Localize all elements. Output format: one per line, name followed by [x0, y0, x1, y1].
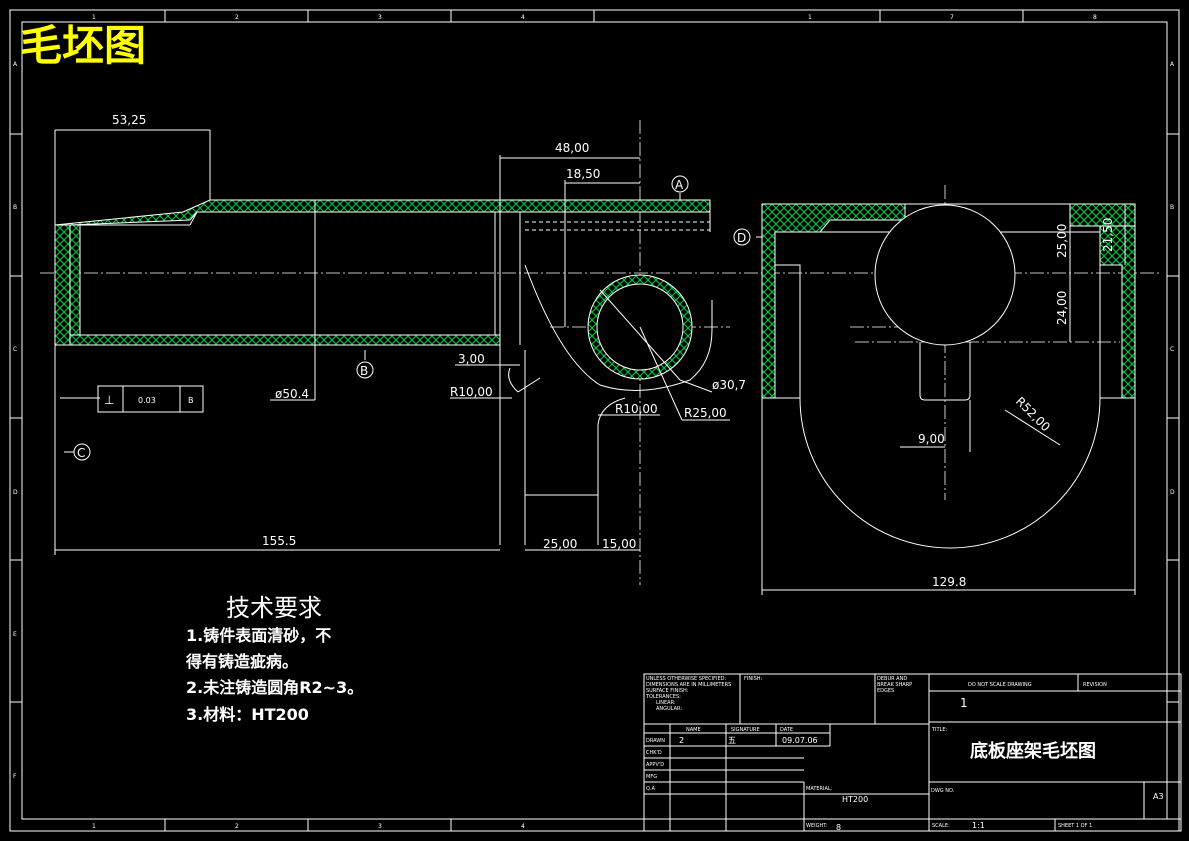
- sheet-size: A3: [1153, 792, 1164, 801]
- border-num-top-5: 1: [808, 14, 812, 21]
- col-name: NAME: [686, 727, 701, 733]
- dim-r10-left: R10,00: [450, 385, 493, 399]
- datum-a: A: [675, 178, 684, 192]
- weight-value: 8: [836, 823, 841, 832]
- datum-b: B: [360, 364, 368, 378]
- unless-line-5: LINEAR:: [656, 700, 676, 706]
- sheet-number: SHEET 1 OF 1: [1058, 823, 1092, 829]
- do-not-scale: DO NOT SCALE DRAWING: [968, 682, 1032, 688]
- front-view-tube: [54, 199, 711, 346]
- scale-value: 1:1: [972, 821, 985, 830]
- tolerance-value: 0.03: [138, 396, 156, 405]
- border-num-bottom-3: 3: [378, 823, 382, 830]
- row-chkd: CHK'D: [646, 750, 662, 756]
- dimension-lines: [54, 129, 1136, 595]
- border-letter-c: C: [13, 346, 17, 353]
- col-signature: SIGNATURE: [731, 727, 760, 733]
- border-num-bottom-4: 4: [521, 823, 525, 830]
- border-num-top-2: 2: [235, 14, 239, 21]
- dim-48: 48,00: [555, 141, 589, 155]
- border-num-bottom-2: 2: [235, 823, 239, 830]
- dim-24: 24,00: [1055, 291, 1069, 325]
- drawn-date: 09.07.06: [782, 736, 818, 745]
- revision-value: 1: [960, 696, 968, 710]
- border-num-top-8: 8: [1093, 14, 1097, 21]
- side-view: [761, 203, 1136, 549]
- dim-129-8: 129.8: [932, 575, 966, 589]
- unless-line-6: ANGULAR:: [656, 706, 682, 712]
- border-letter-d-right: D: [1170, 489, 1175, 496]
- tolerance-ref: B: [188, 396, 194, 405]
- border-letter-b-right: B: [1170, 204, 1174, 211]
- revision-label: REVISION: [1083, 682, 1107, 688]
- dim-phi50: ø50.4: [275, 387, 309, 401]
- row-appvd: APPV'D: [646, 762, 664, 768]
- deburr-line-2: BREAK SHARP: [877, 682, 912, 688]
- dim-3: 3,00: [458, 352, 485, 366]
- dwg-no-label: DWG NO.: [931, 788, 955, 794]
- dim-18-5: 18,50: [566, 167, 600, 181]
- unless-line-1: UNLESS OTHERWISE SPECIFIED:: [646, 676, 726, 682]
- dim-21-5: 21,50: [1101, 218, 1115, 252]
- weight-label: WEIGHT:: [806, 823, 828, 829]
- datum-d: D: [737, 231, 746, 245]
- corner-title: 毛坯图: [20, 21, 146, 70]
- dim-r10-mid: R10,00: [615, 402, 658, 416]
- border-num-top-1: 1: [92, 14, 96, 21]
- drawn-name: 2: [679, 736, 684, 745]
- border-num-top-3: 3: [378, 14, 382, 21]
- dim-155-5: 155.5: [262, 534, 296, 548]
- dim-9: 9,00: [918, 432, 945, 446]
- border-letter-b: B: [13, 204, 17, 211]
- dim-r25: R25,00: [684, 406, 727, 420]
- scale-label: SCALE:: [932, 823, 950, 829]
- dim-25-right: 25,00: [1055, 224, 1069, 258]
- deburr-line-3: EDGES: [877, 688, 894, 694]
- bore-section: [499, 264, 713, 545]
- row-mfg: MFG: [646, 774, 657, 780]
- unless-line-4: TOLERANCES:: [645, 694, 681, 700]
- unless-line-3: SURFACE FINISH:: [646, 688, 689, 694]
- dim-53-25: 53,25: [112, 113, 146, 127]
- drawn-signature: 五: [728, 736, 736, 745]
- col-date: DATE: [780, 727, 793, 733]
- unless-line-2: DIMENSIONS ARE IN MILLIMETERS: [646, 682, 731, 688]
- border-num-top-7: 7: [950, 14, 954, 21]
- material-value: HT200: [842, 795, 868, 804]
- title-block: [643, 673, 1182, 832]
- border-letter-c-right: C: [1170, 346, 1174, 353]
- drawing-title: 底板座架毛坯图: [970, 740, 1096, 762]
- datum-c: C: [77, 446, 85, 460]
- border-num-top-4: 4: [521, 14, 525, 21]
- deburr-line-1: DEBUR AND: [877, 676, 907, 682]
- border-letter-e: E: [13, 631, 17, 638]
- title-label: TITLE:: [931, 727, 948, 733]
- dim-25-bottom: 25,00: [543, 537, 577, 551]
- notes-line-3: 2.未注铸造圆角R2~3。: [186, 678, 363, 697]
- material-label: MATERIAL:: [806, 786, 833, 792]
- border-letter-d: D: [13, 489, 18, 496]
- row-drawn: DRAWN: [646, 738, 665, 744]
- notes-line-1: 1.铸件表面清砂，不: [186, 626, 331, 645]
- border-letter-a-right: A: [1170, 61, 1175, 68]
- finish-label: FINISH:: [744, 676, 762, 682]
- row-qa: Q.A: [646, 786, 656, 792]
- notes-line-4: 3.材料：HT200: [186, 705, 309, 724]
- tolerance-symbol: ⊥: [104, 393, 114, 407]
- dim-phi30: ø30,7: [712, 378, 746, 392]
- notes-heading: 技术要求: [226, 594, 322, 622]
- border-letter-f: F: [13, 773, 17, 780]
- border-num-bottom-1: 1: [92, 823, 96, 830]
- border-letter-a: A: [13, 61, 18, 68]
- notes-line-2: 得有铸造疵病。: [185, 652, 298, 671]
- dim-15: 15,00: [602, 537, 636, 551]
- drawing-frame: 1 2 3 4 1 7 8 1 2 3 4 A B C D E F A B C …: [9, 9, 1180, 832]
